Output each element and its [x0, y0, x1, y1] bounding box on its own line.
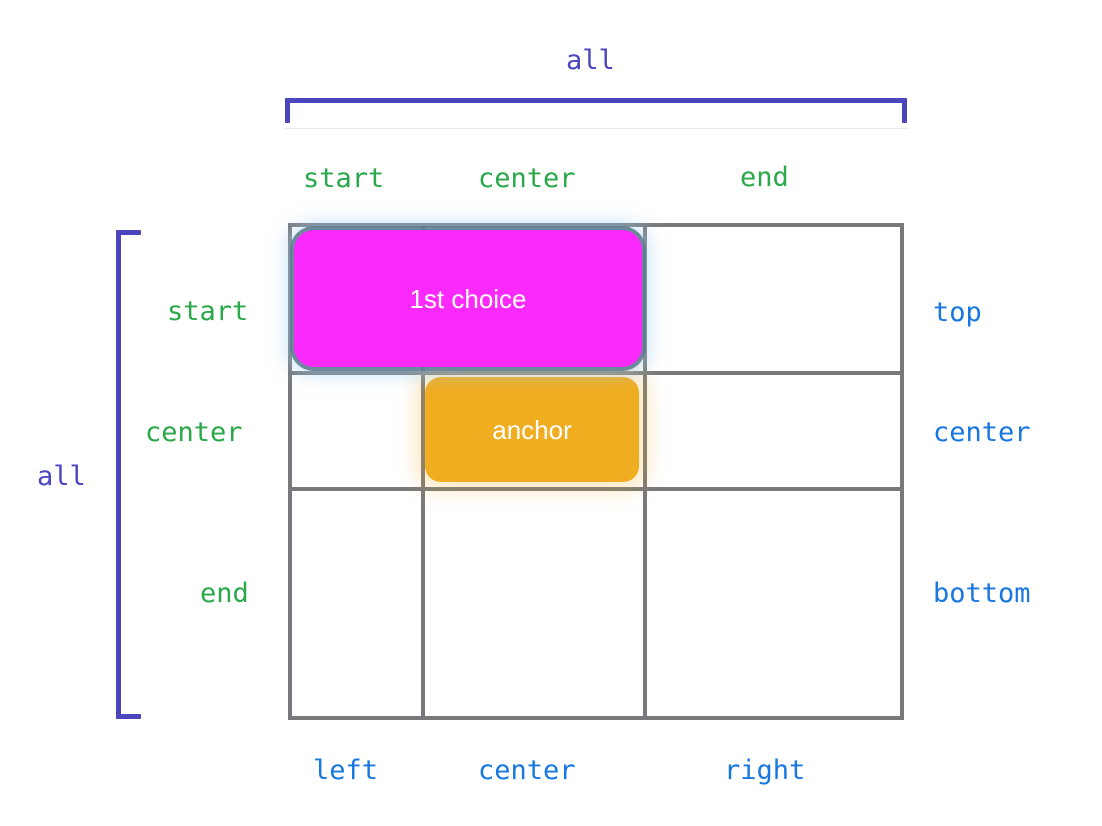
- left-axis-label-start: start: [167, 296, 249, 327]
- left-bracket-bar: [116, 230, 121, 719]
- left-axis-bracket: [116, 230, 142, 719]
- grid-cell-bottom-left[interactable]: [288, 489, 423, 720]
- top-bracket-cap-right: [902, 98, 907, 123]
- grid-cell-center-right[interactable]: [645, 373, 904, 489]
- top-axis-span-label: all: [566, 45, 615, 76]
- grid-cell-bottom-center[interactable]: [423, 489, 645, 720]
- grid-cell-bottom-right[interactable]: [645, 489, 904, 720]
- right-axis-label-top: top: [933, 297, 982, 328]
- anchor-box-label: anchor: [492, 414, 572, 445]
- bottom-axis-label-right: right: [724, 755, 806, 786]
- left-bracket-cap-top: [116, 230, 141, 235]
- right-axis-label-center: center: [933, 417, 1031, 448]
- left-bracket-cap-bottom: [116, 714, 141, 719]
- top-axis-bracket: [285, 98, 907, 124]
- grid-cell-center-left[interactable]: [288, 373, 423, 489]
- left-axis-span-label: all: [37, 461, 86, 492]
- left-axis-label-center: center: [145, 417, 243, 448]
- top-axis-label-end: end: [740, 162, 789, 193]
- bottom-axis-label-left: left: [313, 755, 379, 786]
- top-bracket-hairline: [284, 128, 909, 129]
- left-axis-label-end: end: [200, 578, 249, 609]
- first-choice-box-label: 1st choice: [409, 283, 527, 314]
- top-bracket-bar: [285, 98, 907, 103]
- top-axis-label-start: start: [303, 163, 385, 194]
- bottom-axis-label-center: center: [478, 755, 576, 786]
- anchor-box[interactable]: anchor: [425, 377, 639, 482]
- grid-cell-top-right[interactable]: [645, 223, 904, 373]
- top-bracket-cap-left: [285, 98, 290, 123]
- right-axis-label-bottom: bottom: [933, 578, 1031, 609]
- first-choice-box[interactable]: 1st choice: [294, 230, 642, 367]
- top-axis-label-center: center: [478, 163, 576, 194]
